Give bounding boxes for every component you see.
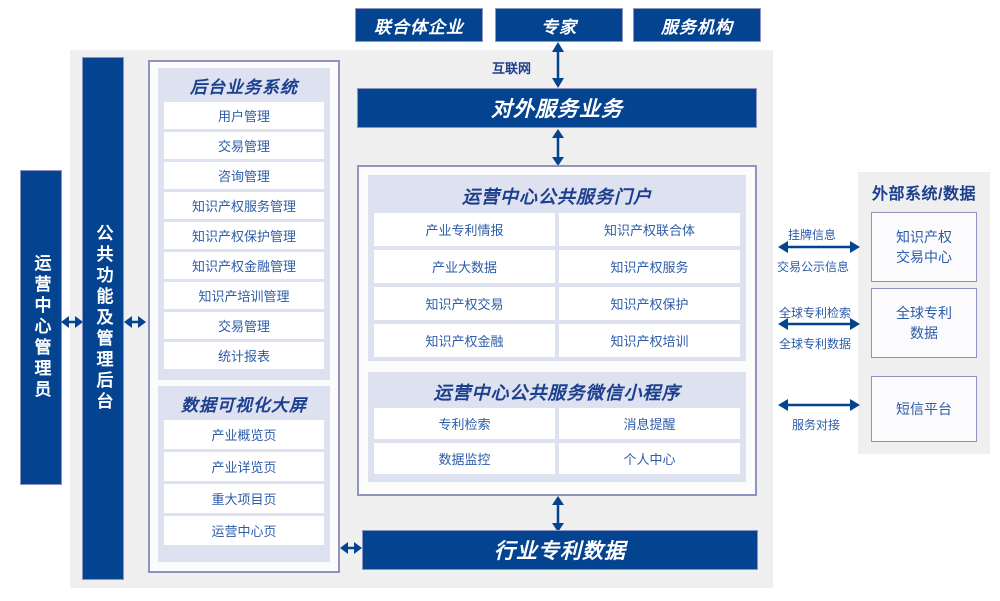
miniprogram-item-grid: 专利检索 消息提醒 数据监控 个人中心	[374, 408, 740, 474]
actor-box-service-org[interactable]: 服务机构	[633, 8, 761, 42]
industry-patent-data-bar[interactable]: 行业专利数据	[362, 530, 758, 570]
visualization-item-list: 产业概览页 产业详览页 重大项目页 运营中心页	[164, 420, 324, 545]
miniprogram-item[interactable]: 专利检索	[374, 408, 555, 439]
miniprogram-item[interactable]: 数据监控	[374, 443, 555, 474]
backend-item[interactable]: 知识产权保护管理	[164, 222, 324, 249]
actor-label: 服务机构	[661, 17, 733, 37]
internet-label: 互联网	[492, 61, 532, 76]
external-service-bar[interactable]: 对外服务业务	[357, 88, 757, 128]
connector-sms-platform-arrow	[778, 396, 860, 414]
visualization-panel-title: 数据可视化大屏	[181, 396, 307, 415]
portal-panel-title: 运营中心公共服务门户	[462, 187, 652, 207]
portal-item[interactable]: 知识产权交易	[374, 287, 555, 320]
operator-admin-label: 运营中心管理员	[31, 254, 51, 401]
backend-item[interactable]: 知识产权服务管理	[164, 192, 324, 219]
actor-box-consortium[interactable]: 联合体企业	[355, 8, 483, 42]
backend-item[interactable]: 用户管理	[164, 102, 324, 129]
service-to-portal-arrow	[548, 129, 568, 166]
external-service-label: 对外服务业务	[491, 98, 623, 121]
visualization-panel: 数据可视化大屏 产业概览页 产业详览页 重大项目页 运营中心页	[158, 386, 330, 562]
connector-global-patent-arrow	[778, 315, 860, 333]
portal-item-grid: 产业专利情报 知识产权联合体 产业大数据 知识产权服务 知识产权交易 知识产权保…	[374, 213, 740, 357]
portal-item[interactable]: 产业专利情报	[374, 213, 555, 246]
portal-item[interactable]: 知识产权保护	[559, 287, 740, 320]
operator-to-common-arrow	[61, 313, 83, 331]
backend-to-industry-data-arrow	[340, 539, 362, 557]
connector-label-global-patent-search: 全球专利检索	[779, 306, 852, 320]
backend-item[interactable]: 咨询管理	[164, 162, 324, 189]
actor-box-expert[interactable]: 专家	[495, 8, 623, 42]
backend-business-panel: 后台业务系统 用户管理 交易管理 咨询管理 知识产权服务管理 知识产权保护管理 …	[158, 68, 330, 380]
connector-ip-exchange-arrow	[778, 238, 860, 256]
internet-arrow	[548, 42, 568, 88]
external-box-global-patent[interactable]: 全球专利 数据	[871, 288, 977, 358]
operator-admin-bar[interactable]: 运营中心管理员	[20, 170, 62, 485]
backend-item[interactable]: 知识产权金融管理	[164, 252, 324, 279]
backend-panel-title: 后台业务系统	[190, 78, 298, 97]
external-box-sms-platform[interactable]: 短信平台	[871, 376, 977, 442]
backend-item-list: 用户管理 交易管理 咨询管理 知识产权服务管理 知识产权保护管理 知识产权金融管…	[164, 102, 324, 369]
visualization-item[interactable]: 运营中心页	[164, 516, 324, 545]
backend-item[interactable]: 交易管理	[164, 312, 324, 339]
connector-label-global-patent-data: 全球专利数据	[779, 337, 852, 351]
industry-patent-data-label: 行业专利数据	[494, 540, 626, 563]
common-to-backend-arrow	[124, 313, 146, 331]
portal-item[interactable]: 知识产权联合体	[559, 213, 740, 246]
visualization-item[interactable]: 产业概览页	[164, 420, 324, 449]
portal-item[interactable]: 知识产权服务	[559, 250, 740, 283]
connector-label-service-docking: 服务对接	[792, 418, 841, 432]
common-function-bar[interactable]: 公共功能及管理后台	[82, 57, 124, 580]
miniprogram-panel: 运营中心公共服务微信小程序 专利检索 消息提醒 数据监控 个人中心	[368, 372, 746, 482]
portal-to-industry-data-arrow	[548, 496, 568, 532]
portal-item[interactable]: 知识产权金融	[374, 324, 555, 357]
actor-label: 专家	[541, 17, 577, 37]
miniprogram-item[interactable]: 个人中心	[559, 443, 740, 474]
actor-label: 联合体企业	[374, 17, 464, 37]
visualization-item[interactable]: 重大项目页	[164, 484, 324, 513]
portal-item[interactable]: 知识产权培训	[559, 324, 740, 357]
external-box-ip-exchange[interactable]: 知识产权 交易中心	[871, 212, 977, 282]
portal-panel: 运营中心公共服务门户 产业专利情报 知识产权联合体 产业大数据 知识产权服务 知…	[368, 175, 746, 361]
external-systems-title: 外部系统/数据	[872, 186, 976, 203]
visualization-item[interactable]: 产业详览页	[164, 452, 324, 481]
miniprogram-item[interactable]: 消息提醒	[559, 408, 740, 439]
backend-item[interactable]: 统计报表	[164, 342, 324, 369]
backend-item[interactable]: 交易管理	[164, 132, 324, 159]
connector-label-trade-public-info: 交易公示信息	[777, 260, 850, 274]
connector-label-listing-info: 挂牌信息	[788, 228, 837, 242]
miniprogram-panel-title: 运营中心公共服务微信小程序	[433, 383, 681, 403]
portal-item[interactable]: 产业大数据	[374, 250, 555, 283]
backend-item[interactable]: 知识产培训管理	[164, 282, 324, 309]
common-function-label: 公共功能及管理后台	[93, 224, 113, 413]
